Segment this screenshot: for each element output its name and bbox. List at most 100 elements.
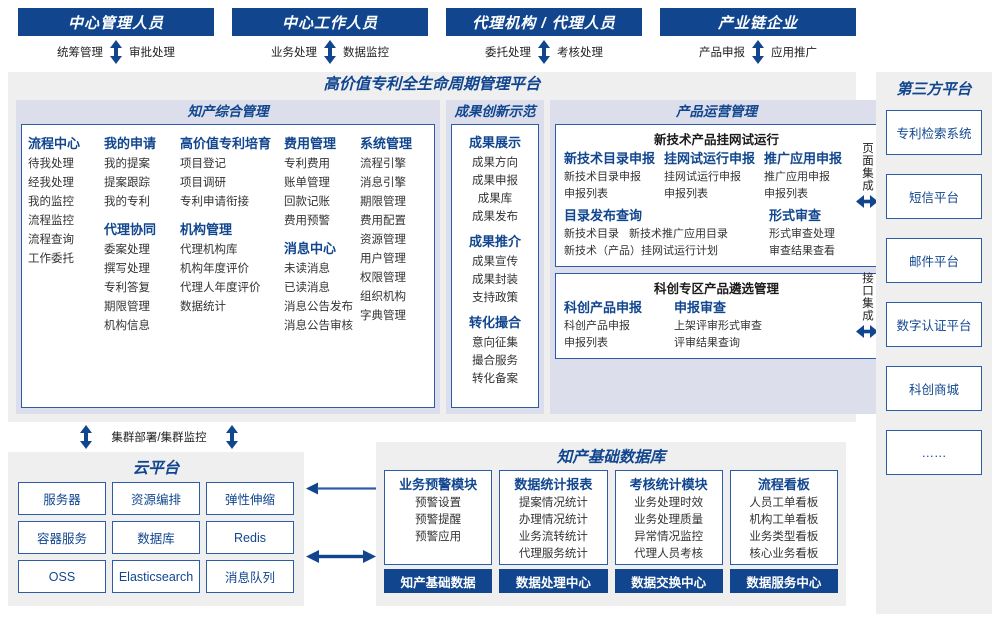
third-party-item-1[interactable]: 短信平台 xyxy=(886,174,982,219)
card-item[interactable]: 人员工单看板 xyxy=(749,497,819,509)
menu-item[interactable]: 推广应用申报 xyxy=(764,171,830,183)
menu-item[interactable]: 用户管理 xyxy=(360,253,406,265)
menu-item[interactable]: 成果发布 xyxy=(472,211,518,223)
menu-item[interactable]: 项目调研 xyxy=(180,177,226,189)
list-item[interactable]: 形式审查处理 xyxy=(769,228,835,240)
menu-item[interactable]: 消息公告审核 xyxy=(284,320,353,332)
card-item[interactable]: 业务流转统计 xyxy=(518,531,588,543)
database-footer[interactable]: 数据交换中心 xyxy=(614,569,723,593)
card-item[interactable]: 异常情况监控 xyxy=(634,531,704,543)
menu-item[interactable]: 机构年度评价 xyxy=(180,263,249,275)
menu-item[interactable]: 权限管理 xyxy=(360,272,406,284)
cloud-cell-6[interactable]: OSS xyxy=(18,560,106,593)
card-item[interactable]: 预警应用 xyxy=(415,531,462,543)
menu-item[interactable]: 工作委托 xyxy=(28,253,74,265)
list-item[interactable]: 新技术（产品）挂网试运行计划 xyxy=(564,245,718,257)
menu-item[interactable]: 评审结果查询 xyxy=(674,337,740,349)
actor-title: 代理机构 / 代理人员 xyxy=(446,8,642,36)
menu-item[interactable]: 机构信息 xyxy=(104,320,150,332)
menu-item[interactable]: 待我处理 xyxy=(28,158,74,170)
database-card: 流程看板人员工单看板机构工单看板业务类型看板核心业务看板 xyxy=(729,470,838,565)
menu-item[interactable]: 字典管理 xyxy=(360,310,406,322)
card-item[interactable]: 业务类型看板 xyxy=(749,531,819,543)
card-item[interactable]: 业务处理质量 xyxy=(634,514,704,526)
menu-item[interactable]: 消息公告发布 xyxy=(284,301,353,313)
menu-item[interactable]: 代理人年度评价 xyxy=(180,282,261,294)
menu-item[interactable]: 期限管理 xyxy=(104,301,150,313)
card-item[interactable]: 预警设置 xyxy=(415,497,462,509)
menu-item[interactable]: 科创产品申报 xyxy=(564,320,630,332)
card-item[interactable]: 预警提醒 xyxy=(415,514,462,526)
third-party-item-3[interactable]: 数字认证平台 xyxy=(886,302,982,347)
menu-item[interactable]: 意向征集 xyxy=(472,337,518,349)
menu-item[interactable]: 委案处理 xyxy=(104,244,150,256)
third-party-item-2[interactable]: 邮件平台 xyxy=(886,238,982,283)
card-item[interactable]: 代理人员考核 xyxy=(634,548,704,560)
list-item[interactable]: 新技术推广应用目录 xyxy=(629,228,728,240)
cloud-cell-8[interactable]: 消息队列 xyxy=(206,560,294,593)
database-footer[interactable]: 数据处理中心 xyxy=(499,569,608,593)
cloud-cell-5[interactable]: Redis xyxy=(206,521,294,554)
list-item[interactable]: 新技术目录 xyxy=(564,228,619,240)
menu-item[interactable]: 申报列表 xyxy=(564,188,608,200)
group-title: 转化撮合 xyxy=(468,315,521,330)
card-item[interactable]: 办理情况统计 xyxy=(518,514,588,526)
third-party-item-5[interactable]: …… xyxy=(886,430,982,475)
card-item[interactable]: 核心业务看板 xyxy=(749,548,819,560)
menu-item[interactable]: 成果库 xyxy=(477,193,513,205)
card-item[interactable]: 业务处理时效 xyxy=(634,497,704,509)
menu-item[interactable]: 提案跟踪 xyxy=(104,177,150,189)
menu-item[interactable]: 资源管理 xyxy=(360,234,406,246)
cloud-cell-1[interactable]: 资源编排 xyxy=(112,482,200,515)
menu-item[interactable]: 期限管理 xyxy=(360,196,406,208)
menu-item[interactable]: 流程查询 xyxy=(28,234,74,246)
menu-item[interactable]: 撰写处理 xyxy=(104,263,150,275)
menu-item[interactable]: 上架评审形式审查 xyxy=(674,320,762,332)
card-item[interactable]: 代理服务统计 xyxy=(518,548,588,560)
cloud-cell-3[interactable]: 容器服务 xyxy=(18,521,106,554)
menu-item[interactable]: 专利申请衔接 xyxy=(180,196,249,208)
menu-item[interactable]: 支持政策 xyxy=(472,292,518,304)
menu-item[interactable]: 数据统计 xyxy=(180,301,226,313)
database-footer[interactable]: 数据服务中心 xyxy=(729,569,838,593)
menu-item[interactable]: 费用配置 xyxy=(360,215,406,227)
third-party-item-0[interactable]: 专利检索系统 xyxy=(886,110,982,155)
menu-item[interactable]: 转化备案 xyxy=(472,373,518,385)
cloud-cell-2[interactable]: 弹性伸缩 xyxy=(206,482,294,515)
menu-item[interactable]: 我的提案 xyxy=(104,158,150,170)
menu-item[interactable]: 新技术目录申报 xyxy=(564,171,641,183)
menu-item[interactable]: 成果宣传 xyxy=(472,256,518,268)
card-item[interactable]: 机构工单看板 xyxy=(749,514,819,526)
menu-item[interactable]: 成果方向 xyxy=(472,157,518,169)
menu-item[interactable]: 申报列表 xyxy=(664,188,708,200)
cloud-cell-7[interactable]: Elasticsearch xyxy=(112,560,200,593)
cloud-cell-4[interactable]: 数据库 xyxy=(112,521,200,554)
menu-item[interactable]: 账单管理 xyxy=(284,177,330,189)
card-item[interactable]: 提案情况统计 xyxy=(518,497,588,509)
menu-item[interactable]: 我的专利 xyxy=(104,196,150,208)
menu-item[interactable]: 组织机构 xyxy=(360,291,406,303)
menu-item[interactable]: 消息引擎 xyxy=(360,177,406,189)
menu-item[interactable]: 专利答复 xyxy=(104,282,150,294)
menu-item[interactable]: 撮合服务 xyxy=(472,355,518,367)
menu-item[interactable]: 流程引擎 xyxy=(360,158,406,170)
list-item[interactable]: 审查结果查看 xyxy=(769,245,835,257)
menu-item[interactable]: 代理机构库 xyxy=(180,244,238,256)
menu-item[interactable]: 挂网试运行申报 xyxy=(664,171,741,183)
menu-item[interactable]: 成果申报 xyxy=(472,175,518,187)
cloud-cell-0[interactable]: 服务器 xyxy=(18,482,106,515)
menu-item[interactable]: 申报列表 xyxy=(564,337,608,349)
menu-item[interactable]: 流程监控 xyxy=(28,215,74,227)
menu-item[interactable]: 申报列表 xyxy=(764,188,808,200)
menu-item[interactable]: 经我处理 xyxy=(28,177,74,189)
menu-item[interactable]: 我的监控 xyxy=(28,196,74,208)
menu-item[interactable]: 成果封装 xyxy=(472,274,518,286)
menu-item[interactable]: 回款记账 xyxy=(284,196,330,208)
database-footer[interactable]: 知产基础数据 xyxy=(384,569,493,593)
menu-item[interactable]: 项目登记 xyxy=(180,158,226,170)
menu-item[interactable]: 未读消息 xyxy=(284,263,330,275)
menu-item[interactable]: 专利费用 xyxy=(284,158,330,170)
menu-item[interactable]: 费用预警 xyxy=(284,215,330,227)
third-party-item-4[interactable]: 科创商城 xyxy=(886,366,982,411)
menu-item[interactable]: 已读消息 xyxy=(284,282,330,294)
